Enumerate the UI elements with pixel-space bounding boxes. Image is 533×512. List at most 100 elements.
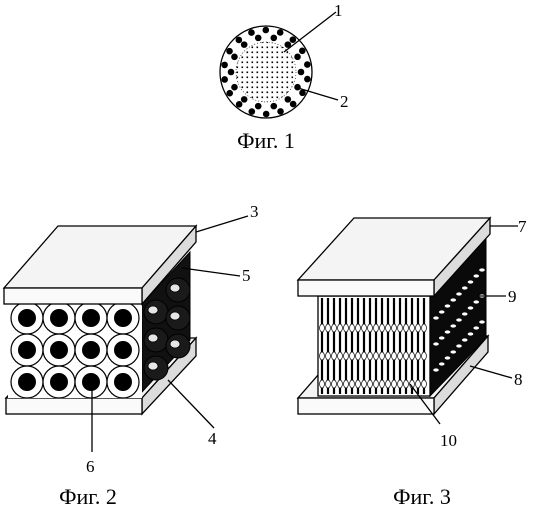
- fiber-joint: [349, 351, 355, 361]
- fiber-joint: [337, 351, 343, 361]
- shell-dot: [289, 36, 297, 44]
- shell-dot: [294, 83, 301, 91]
- side-mark: [444, 356, 451, 360]
- fiber-joint: [373, 379, 379, 389]
- fiber-core: [82, 373, 100, 391]
- fiber-joint: [391, 379, 397, 389]
- fiber-joint: [385, 379, 391, 389]
- leader-line-3: [195, 215, 249, 233]
- label-7: 7: [518, 217, 527, 236]
- fiber-core: [82, 309, 100, 327]
- side-fiber-core: [147, 333, 159, 343]
- fiber-joint: [391, 351, 397, 361]
- fiber-joint: [391, 323, 397, 333]
- shell-dot: [235, 100, 243, 108]
- shell-dot: [299, 89, 306, 97]
- shell-dot: [221, 61, 228, 69]
- fig1-cross-section: 1 2: [219, 1, 349, 119]
- shell-dot: [235, 36, 243, 44]
- shell-dot: [226, 47, 233, 55]
- side-mark: [444, 330, 451, 334]
- fiber-joint: [403, 323, 409, 333]
- fiber-core: [50, 341, 68, 359]
- side-mark: [479, 320, 485, 324]
- fiber-joint: [343, 323, 349, 333]
- shell-dot: [304, 75, 311, 83]
- caption-fig2: Фиг. 2: [59, 484, 117, 509]
- label-5: 5: [242, 266, 251, 285]
- fiber-joint: [421, 351, 427, 361]
- fiber-core: [50, 309, 68, 327]
- fiber-joint: [343, 379, 349, 389]
- fiber-joint: [331, 351, 337, 361]
- fiber-joint: [415, 379, 421, 389]
- fiber-core: [114, 341, 132, 359]
- label-9: 9: [508, 287, 517, 306]
- fig3-oriented-stack: 7 9 8 10: [296, 216, 527, 450]
- fiber-joint: [379, 323, 385, 333]
- fiber-joint: [361, 351, 367, 361]
- fiber-joint: [385, 351, 391, 361]
- fiber-joint: [367, 379, 373, 389]
- side-fiber-core: [169, 339, 181, 349]
- fiber-joint: [355, 379, 361, 389]
- leader-line-8: [469, 365, 513, 379]
- fiber-joint: [325, 379, 331, 389]
- label-4: 4: [208, 429, 217, 448]
- fiber-joint: [319, 323, 325, 333]
- fiber-core: [18, 309, 36, 327]
- side-mark: [467, 332, 474, 336]
- fiber-joint: [385, 323, 391, 333]
- fiber-core: [114, 309, 132, 327]
- side-mark: [438, 362, 445, 366]
- fiber-core: [18, 373, 36, 391]
- leader-line-5: [181, 267, 241, 277]
- side-fiber-core: [147, 361, 159, 371]
- shell-dot: [254, 102, 262, 110]
- fiber-joint: [373, 351, 379, 361]
- side-mark: [438, 310, 445, 314]
- shell-dot: [254, 34, 262, 42]
- fiber-joint: [397, 323, 403, 333]
- side-mark: [479, 268, 485, 272]
- label-6: 6: [86, 457, 95, 476]
- shell-dot: [231, 53, 238, 61]
- side-fiber-core: [147, 305, 159, 315]
- fiber-joint: [421, 379, 427, 389]
- fiber-joint: [325, 351, 331, 361]
- shell-dot: [277, 108, 284, 115]
- shell-dot: [221, 76, 228, 83]
- fiber-joint: [367, 323, 373, 333]
- label-3: 3: [250, 202, 259, 221]
- fiber-core: [18, 341, 36, 359]
- fig2-fiber-stack: 3 5 4 6: [2, 202, 259, 476]
- fiber-core: [50, 373, 68, 391]
- shell-dot: [262, 110, 270, 118]
- side-mark: [461, 312, 468, 316]
- caption-fig3: Фиг. 3: [393, 484, 451, 509]
- label-1: 1: [334, 1, 343, 20]
- fiber-joint: [415, 323, 421, 333]
- shell-dot: [304, 61, 311, 68]
- shell-dot: [284, 96, 292, 103]
- side-mark: [450, 324, 457, 328]
- label-2: 2: [340, 92, 349, 111]
- fiber-joint: [415, 351, 421, 361]
- side-mark: [450, 350, 457, 354]
- shell-dot: [276, 29, 284, 36]
- side-mark: [438, 336, 445, 340]
- fiber-joint: [361, 323, 367, 333]
- fiber-joint: [409, 351, 415, 361]
- shell-dot: [227, 68, 235, 76]
- side-mark: [456, 344, 462, 348]
- shell-dot: [270, 34, 278, 42]
- side-mark: [444, 304, 451, 308]
- side-mark: [433, 342, 439, 346]
- leader-line-4: [167, 379, 215, 429]
- fiber-joint: [421, 323, 427, 333]
- fiber-joint: [373, 323, 379, 333]
- side-mark: [461, 338, 468, 342]
- fiber-joint: [325, 323, 331, 333]
- caption-fig1: Фиг. 1: [237, 128, 295, 153]
